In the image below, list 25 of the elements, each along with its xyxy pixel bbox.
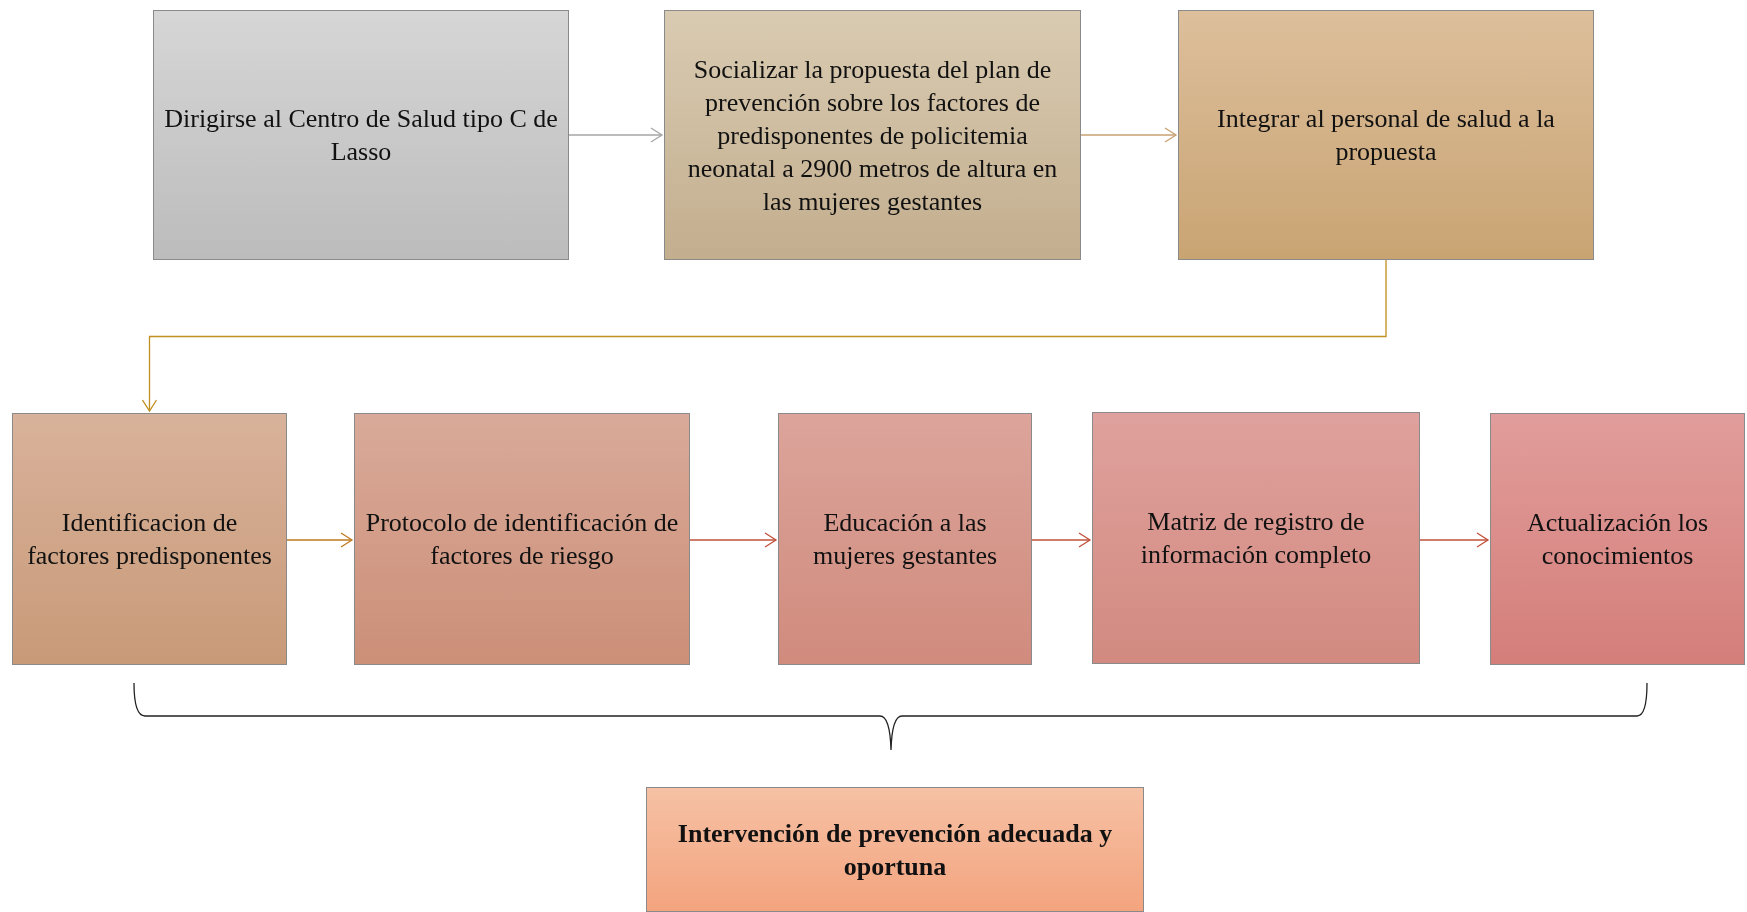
process-box — [1178, 10, 1594, 260]
process-box — [1092, 412, 1420, 664]
arrow — [568, 127, 663, 143]
box-text: Actualización los conocimientos — [1525, 507, 1710, 572]
box-text: Educación a las mujeres gestantes — [811, 507, 999, 572]
arrow — [1031, 532, 1091, 548]
result-box — [646, 787, 1144, 912]
process-box — [354, 413, 690, 665]
arrow — [1080, 127, 1177, 143]
process-box — [12, 413, 287, 665]
process-box — [1490, 413, 1745, 665]
arrow — [286, 532, 353, 548]
box-text: Identificacion de factores predisponentes — [26, 507, 273, 572]
process-box — [778, 413, 1032, 665]
box-text: Protocolo de identificación de factores de riesgo — [364, 507, 680, 572]
arrow — [141, 259, 1387, 412]
arrow — [689, 532, 777, 548]
process-box — [664, 10, 1081, 260]
arrow — [1419, 532, 1489, 548]
box-text: Integrar al personal de salud a la propuesta — [1216, 103, 1556, 168]
process-box — [153, 10, 569, 260]
box-text: Matriz de registro de información completo — [1139, 506, 1373, 571]
box-text: Dirigirse al Centro de Salud tipo C de Lasso — [163, 103, 559, 168]
box-text: Socializar la propuesta del plan de prevención sobre los factores de predisponentes de policitemia neonatal a 2900 metros de altura en las mujeres gestantes — [686, 53, 1059, 218]
box-text: Intervención de prevención adecuada y oportuna — [676, 817, 1114, 883]
